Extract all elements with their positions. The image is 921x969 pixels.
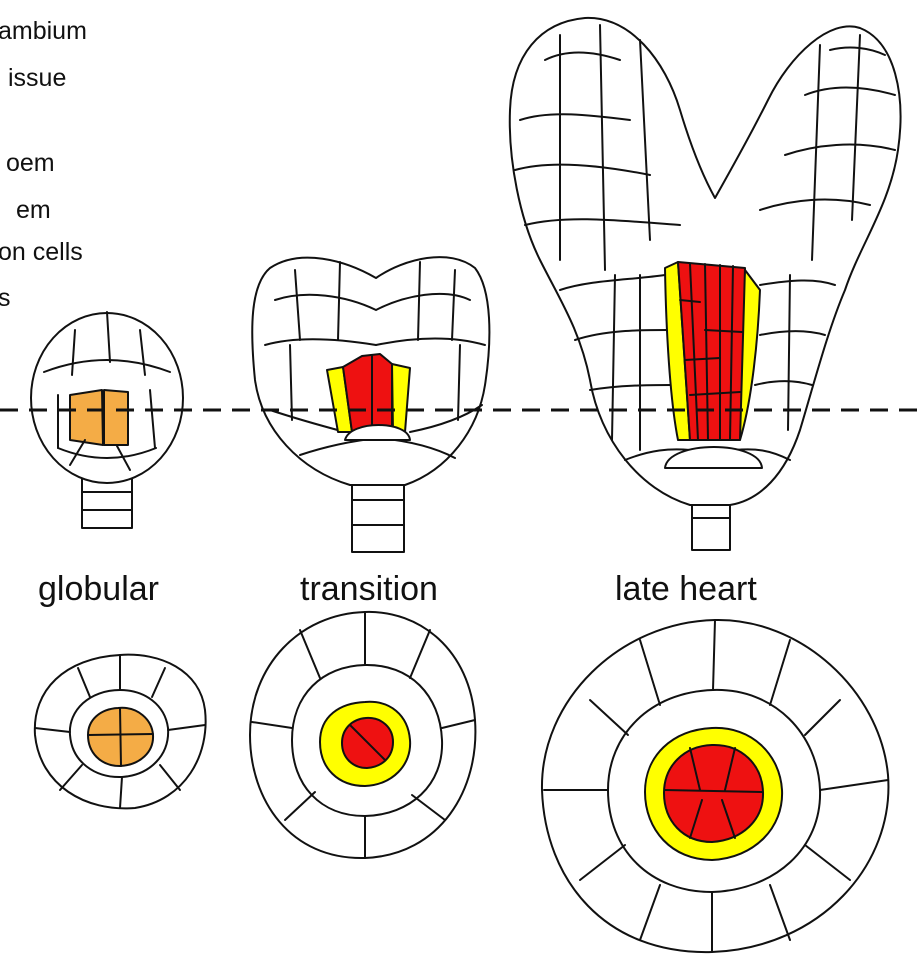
procambium-cell — [104, 390, 128, 445]
suspensor-cell — [82, 478, 132, 528]
late-heart-longitudinal-embryo — [510, 18, 901, 550]
xylem-cell — [678, 262, 745, 440]
transition-longitudinal-embryo — [252, 257, 489, 552]
globular-cross-section — [35, 655, 206, 809]
procambium-cell — [70, 390, 103, 445]
globular-longitudinal-embryo — [31, 312, 183, 528]
xylem-cell — [343, 354, 392, 432]
suspensor-cell — [352, 480, 404, 552]
transition-cross-section — [250, 612, 475, 858]
late-heart-cross-section — [542, 620, 888, 952]
xylem-cross — [664, 745, 763, 842]
